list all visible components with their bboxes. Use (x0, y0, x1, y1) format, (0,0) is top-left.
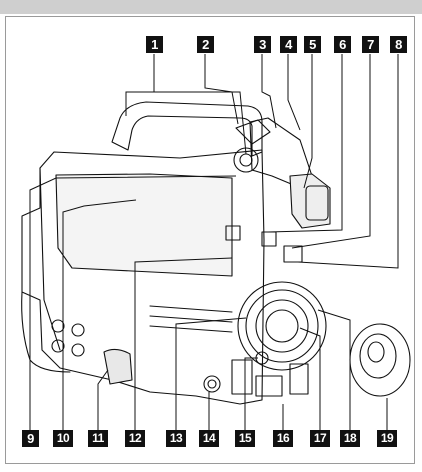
callout-18: 18 (340, 430, 360, 447)
handle (111, 101, 263, 157)
callout-17: 17 (310, 430, 330, 447)
callout-8: 8 (390, 36, 407, 53)
callout-3: 3 (254, 36, 271, 53)
callout-9: 9 (22, 430, 39, 447)
callout-14: 14 (199, 430, 219, 447)
callout-4: 4 (280, 36, 297, 53)
callout-15: 15 (235, 430, 255, 447)
callout-19: 19 (377, 430, 397, 447)
callout-12: 12 (125, 430, 145, 447)
lens-mount-outer (237, 281, 327, 371)
callout-10: 10 (53, 430, 73, 447)
callout-2: 2 (197, 36, 214, 53)
callout-7: 7 (362, 36, 379, 53)
callout-5: 5 (304, 36, 321, 53)
camera-body (21, 149, 265, 405)
callout-13: 13 (166, 430, 186, 447)
callout-1: 1 (146, 36, 163, 53)
callout-6: 6 (334, 36, 351, 53)
callout-11: 11 (88, 430, 108, 447)
leader-lines (29, 54, 399, 432)
header-bar (0, 0, 422, 14)
callout-16: 16 (273, 430, 293, 447)
